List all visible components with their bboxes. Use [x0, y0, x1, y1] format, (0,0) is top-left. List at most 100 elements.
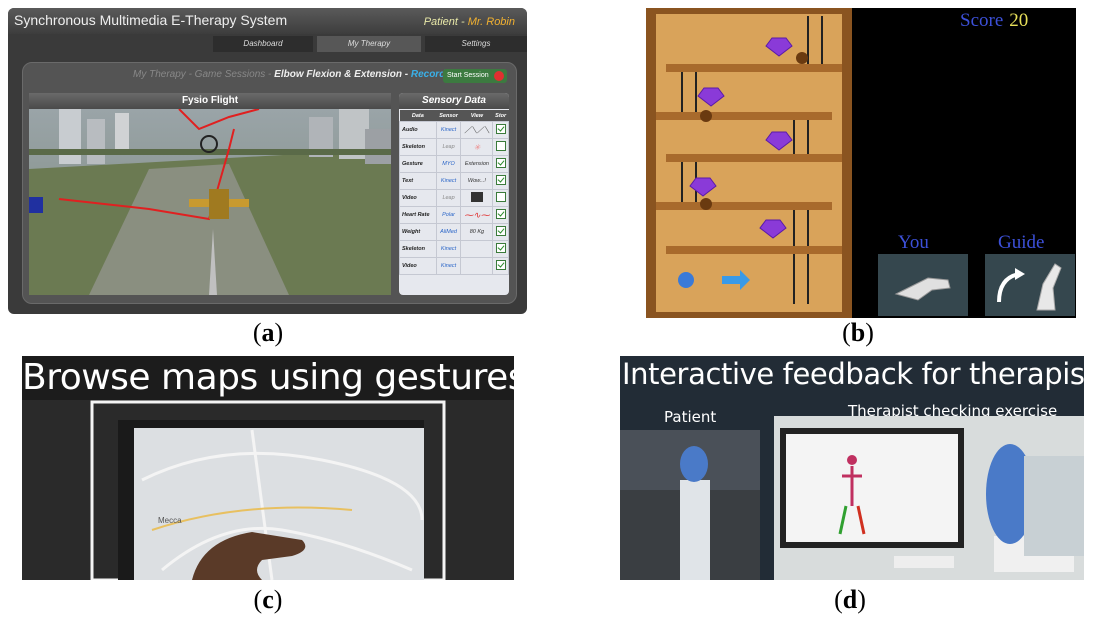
panel-a-therapy-dashboard: Synchronous Multimedia E-Therapy System … — [8, 8, 527, 314]
panel-c-title: Browse maps using gestures — [22, 356, 514, 400]
breadcrumb-mode: Recorder — [410, 69, 455, 80]
row-store-cell — [492, 240, 509, 258]
record-dot-icon — [494, 71, 504, 81]
row-store-cell — [492, 172, 509, 190]
store-checkbox[interactable] — [495, 192, 506, 202]
start-session-label: Start Session — [447, 72, 489, 79]
session-panel: My Therapy - Game Sessions - Elbow Flexi… — [22, 62, 517, 304]
panel-d-title: Interactive feedback for therapist — [622, 357, 1084, 391]
row-data: Heart Rate — [399, 206, 437, 224]
row-data: Gesture — [399, 155, 437, 173]
you-label: You — [898, 232, 929, 253]
guide-hand-icon — [997, 263, 1062, 311]
sensory-title: Sensory Data — [399, 93, 509, 109]
user-hand-view — [878, 254, 968, 316]
hand-pose-icon — [894, 277, 951, 301]
heart-rate-icon: ⁓∿⁓ — [460, 206, 494, 224]
table-row: Gesture MYO Extension — [399, 155, 509, 173]
row-sensor[interactable]: AliMed — [435, 223, 462, 241]
game-title: Fysio Flight — [29, 93, 391, 109]
tab-dashboard[interactable]: Dashboard — [213, 36, 313, 52]
tab-settings[interactable]: Settings — [425, 36, 527, 52]
store-checkbox[interactable] — [495, 124, 506, 134]
table-row: Video Leap — [399, 189, 509, 207]
patient-label: Patient - — [423, 16, 468, 28]
row-view: 80 Kg — [460, 223, 494, 241]
row-sensor[interactable]: Leap — [435, 138, 462, 156]
row-data: Skeleton — [399, 240, 437, 258]
sensory-data-panel: Sensory Data Data Sensor View Stor Audio… — [399, 93, 509, 295]
row-store-cell — [492, 257, 509, 275]
app-title: Synchronous Multimedia E-Therapy System — [14, 12, 288, 28]
start-session-button[interactable]: Start Session — [443, 69, 507, 83]
row-sensor[interactable]: Kinect — [435, 172, 462, 190]
row-store-cell — [492, 189, 509, 207]
col-view: View — [460, 110, 493, 122]
breadcrumb: My Therapy - Game Sessions - Elbow Flexi… — [133, 69, 455, 80]
audio-wave-icon: ⟋⟍⟋⟍ — [460, 121, 494, 139]
guide-hand-view — [985, 254, 1075, 316]
row-store-cell — [492, 121, 509, 139]
caption-c: (c) — [253, 585, 283, 614]
store-checkbox[interactable] — [495, 141, 506, 151]
row-sensor[interactable]: Leap — [435, 189, 462, 207]
table-row: Audio Kinect ⟋⟍⟋⟍ — [399, 121, 509, 139]
bookshelf-game-board[interactable] — [646, 8, 852, 318]
game-view[interactable]: Fysio Flight — [29, 93, 391, 295]
tab-my-therapy[interactable]: My Therapy — [317, 36, 421, 52]
col-data: Data — [399, 110, 437, 122]
sensory-header-row: Data Sensor View Stor — [399, 110, 509, 122]
caption-b: (b) — [842, 318, 874, 347]
panel-d-therapist-feedback: Interactive feedback for therapist Patie… — [620, 356, 1084, 580]
map-city-label: Mecca — [158, 516, 182, 525]
row-data: Video — [399, 257, 437, 275]
row-store-cell — [492, 138, 509, 156]
row-data: Skeleton — [399, 138, 437, 156]
store-checkbox[interactable] — [495, 260, 506, 270]
sensory-table: Data Sensor View Stor Audio Kinect ⟋⟍⟋⟍ … — [399, 110, 509, 275]
patient-caption: Patient — [664, 408, 717, 426]
therapist-caption: Therapist checking exercise — [848, 402, 1058, 420]
therapist-photo — [774, 416, 1084, 580]
row-sensor[interactable]: Kinect — [435, 121, 462, 139]
store-checkbox[interactable] — [495, 175, 506, 185]
main-tabs: Dashboard My Therapy Settings — [213, 36, 527, 52]
row-store-cell — [492, 206, 509, 224]
app-titlebar: Synchronous Multimedia E-Therapy System … — [8, 8, 527, 34]
row-sensor[interactable]: Polar — [435, 206, 462, 224]
row-store-cell — [492, 223, 509, 241]
col-sensor: Sensor — [436, 110, 461, 122]
table-row: Text Kinect Wow...! — [399, 172, 509, 190]
store-checkbox[interactable] — [495, 158, 506, 168]
row-view — [460, 240, 494, 258]
table-row: Video Kinect — [399, 257, 509, 275]
row-store-cell — [492, 155, 509, 173]
row-sensor[interactable]: Kinect — [435, 257, 462, 275]
score-label: Score — [960, 10, 1004, 31]
row-sensor[interactable]: Kinect — [435, 240, 462, 258]
breadcrumb-prefix: My Therapy - Game Sessions - — [133, 69, 275, 80]
table-row: Skeleton Leap ✳ — [399, 138, 509, 156]
panel-c-map-gestures: Browse maps using gestures Mecca — [22, 356, 514, 580]
row-view — [460, 257, 494, 275]
store-checkbox[interactable] — [495, 243, 506, 253]
map-touchscreen-photo — [22, 400, 514, 580]
patient-photo — [620, 430, 760, 580]
row-sensor[interactable]: MYO — [435, 155, 462, 173]
guide-label: Guide — [998, 232, 1045, 253]
col-store: Stor — [492, 110, 509, 122]
caption-d: (d) — [834, 585, 866, 614]
row-data: Audio — [399, 121, 437, 139]
video-thumbnail-icon — [460, 189, 494, 207]
row-data: Video — [399, 189, 437, 207]
table-row: Heart Rate Polar ⁓∿⁓ — [399, 206, 509, 224]
breadcrumb-exercise: Elbow Flexion & Extension - — [274, 69, 411, 80]
store-checkbox[interactable] — [495, 226, 506, 236]
store-checkbox[interactable] — [495, 209, 506, 219]
patient-indicator: Patient - Mr. Robin — [424, 16, 515, 28]
caption-a: (a) — [252, 318, 284, 347]
score-value: 20 — [1009, 10, 1029, 31]
row-view: Extension — [460, 155, 494, 173]
